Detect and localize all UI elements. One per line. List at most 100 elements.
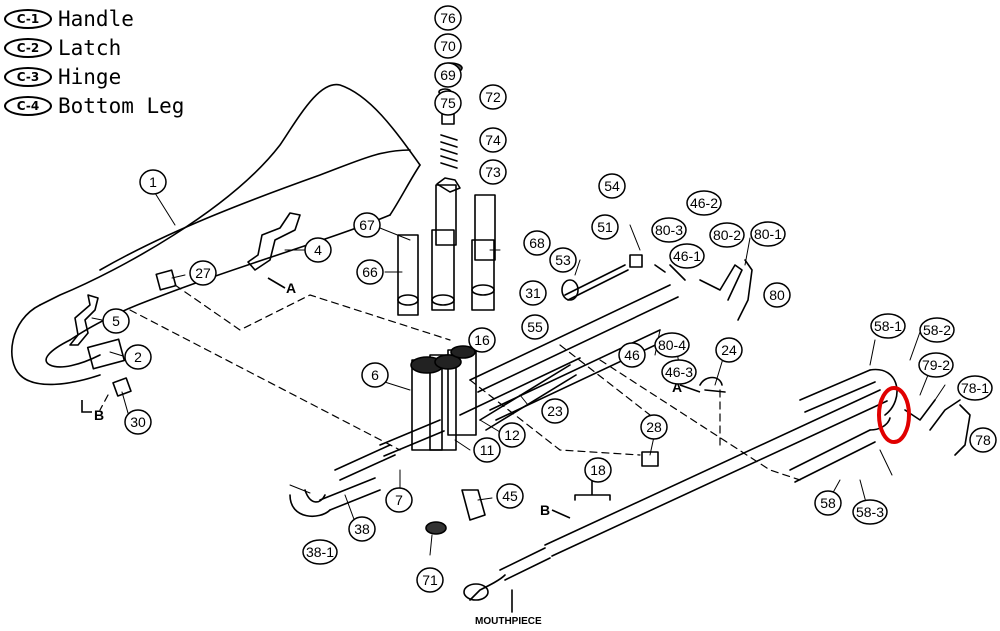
callout-label: 80-4 xyxy=(658,337,686,353)
callout: 69 xyxy=(434,62,462,88)
callout: 24 xyxy=(715,337,743,363)
callout-circle xyxy=(304,237,332,263)
callout: 66 xyxy=(356,259,384,285)
callout-label: 66 xyxy=(362,264,378,280)
valve-caps xyxy=(397,184,496,316)
callout-circle xyxy=(434,62,462,88)
callout: 23 xyxy=(541,398,569,424)
callout-circle xyxy=(498,422,526,448)
callout-label: 6 xyxy=(371,367,379,383)
callout-label: 67 xyxy=(359,217,375,233)
bracket-80 xyxy=(737,259,753,321)
callout-circle xyxy=(541,398,569,424)
callout-leaders xyxy=(91,192,946,556)
callout-circle xyxy=(102,308,130,334)
callout-label: 30 xyxy=(130,414,146,430)
callout-label: 28 xyxy=(646,419,662,435)
callout-circle xyxy=(385,487,413,513)
callout-circle xyxy=(584,457,612,483)
callout: 16 xyxy=(468,327,496,353)
callout-label: 46-2 xyxy=(690,195,718,211)
callout: 75 xyxy=(434,90,462,116)
bracket-18 xyxy=(574,479,611,501)
callout: 46-3 xyxy=(661,359,697,385)
callout: 46-2 xyxy=(686,190,722,216)
callout-label: 2 xyxy=(134,349,142,365)
callout-label: 78 xyxy=(975,432,991,448)
callout: 73 xyxy=(479,159,507,185)
callout: 46 xyxy=(618,342,646,368)
legend-row: C-1 Handle xyxy=(4,4,184,33)
legend-label: Latch xyxy=(58,35,122,60)
callout: 5 xyxy=(102,308,130,334)
crook-sleeve xyxy=(86,338,126,370)
callout: 54 xyxy=(598,173,626,199)
callout-label: 72 xyxy=(485,89,501,105)
callout-label: 4 xyxy=(314,242,322,258)
callout-circle xyxy=(416,567,444,593)
callout-label: 58-1 xyxy=(874,318,902,334)
callout-circle xyxy=(814,490,842,516)
callout-circle xyxy=(479,127,507,153)
legend-row: C-3 Hinge xyxy=(4,62,184,91)
callout-circle xyxy=(348,516,376,542)
callout-circle xyxy=(870,313,906,339)
callout: 31 xyxy=(519,280,547,306)
arrow-letter-a: A xyxy=(672,379,682,395)
callout-label: 78-1 xyxy=(961,380,989,396)
callout: 18 xyxy=(584,457,612,483)
callout: 38-1 xyxy=(302,539,338,565)
callout: 74 xyxy=(479,127,507,153)
callout-circle xyxy=(549,247,577,273)
callout-circle xyxy=(521,314,549,340)
callout-circle xyxy=(519,280,547,306)
callout-label: 31 xyxy=(525,285,541,301)
callout-circle xyxy=(361,362,389,388)
legend-code: C-3 xyxy=(4,66,52,87)
callout-circle xyxy=(479,159,507,185)
bell-lower-edge xyxy=(69,214,391,341)
callout-label: 74 xyxy=(485,132,501,148)
callout-circle xyxy=(969,427,997,453)
callout-label: 53 xyxy=(555,252,571,268)
callout-label: 45 xyxy=(502,488,518,504)
callout-label: 79-2 xyxy=(922,357,950,373)
callout: 78 xyxy=(969,427,997,453)
callout: 78-1 xyxy=(957,375,993,401)
callout: 45 xyxy=(496,483,524,509)
legend-code: C-1 xyxy=(4,8,52,29)
callout-label: 23 xyxy=(547,403,563,419)
callout: 6 xyxy=(361,362,389,388)
callout: 58 xyxy=(814,490,842,516)
callout: 70 xyxy=(434,33,462,59)
callout-label: 18 xyxy=(590,462,606,478)
callout-label: 76 xyxy=(440,10,456,26)
callout-label: 46-1 xyxy=(673,248,701,264)
bracket-78 xyxy=(954,404,971,456)
callout-circle xyxy=(709,222,745,248)
arrow-letter-a: A xyxy=(286,280,296,296)
callout-label: 68 xyxy=(529,235,545,251)
callout-circle xyxy=(353,212,381,238)
callout: 27 xyxy=(189,260,217,286)
callout-label: 12 xyxy=(504,427,520,443)
callout: 11 xyxy=(473,437,501,463)
callout: 4 xyxy=(304,237,332,263)
callout-circle xyxy=(715,337,743,363)
callout: 68 xyxy=(523,230,551,256)
callout-circle xyxy=(124,344,152,370)
arrow-letter-b: B xyxy=(540,502,550,518)
callout-label: 58 xyxy=(820,495,836,511)
callout-label: 58-3 xyxy=(856,504,884,520)
bell-crook xyxy=(11,304,101,386)
bell xyxy=(39,83,421,306)
callout-circle xyxy=(919,317,955,343)
callout-label: 58-2 xyxy=(923,322,951,338)
valve-bodies xyxy=(410,345,477,451)
callout-circle xyxy=(479,84,507,110)
callout-label: 27 xyxy=(195,265,211,281)
callout: 67 xyxy=(353,212,381,238)
legend-label: Hinge xyxy=(58,64,122,89)
callout: 79-2 xyxy=(918,352,954,378)
